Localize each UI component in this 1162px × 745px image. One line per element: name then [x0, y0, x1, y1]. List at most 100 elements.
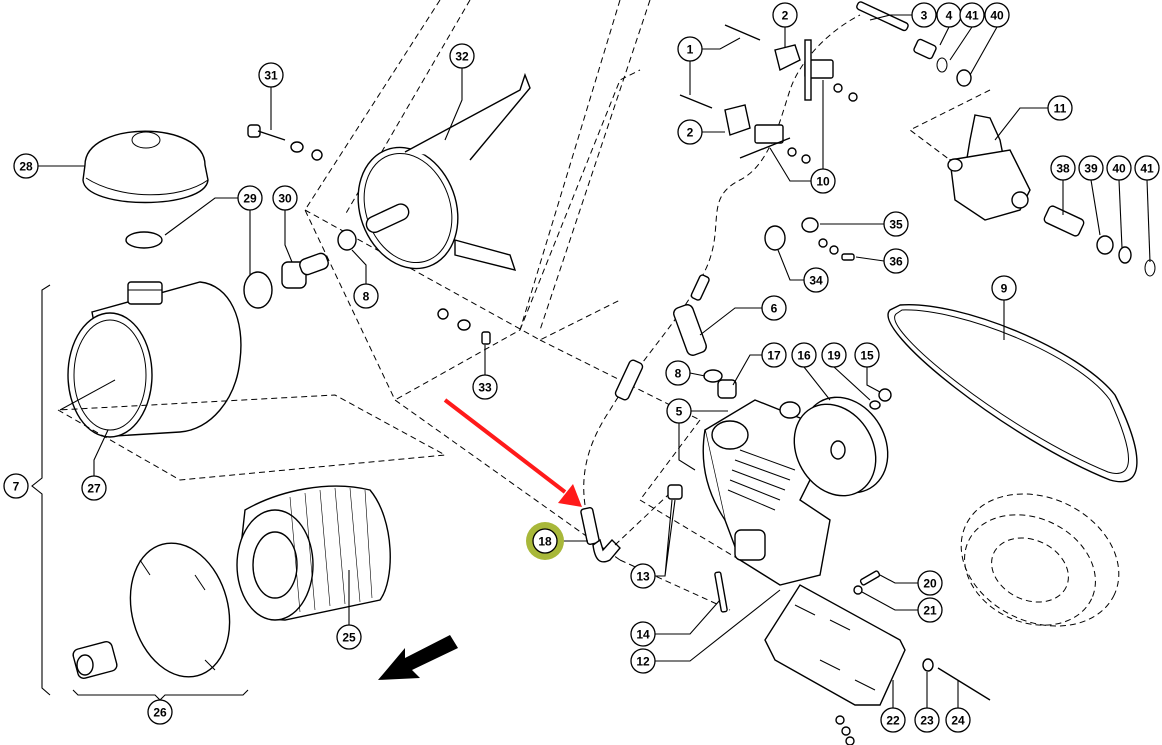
elbow-hose-18 [580, 507, 621, 563]
callout-circle [1078, 155, 1104, 181]
callout-circle [147, 699, 173, 725]
bracket-34-36 [764, 217, 855, 261]
callout-4[interactable]: 4 [936, 2, 962, 28]
hose-route [583, 14, 861, 506]
callout-18[interactable]: 18 [526, 522, 564, 560]
callout-10[interactable]: 10 [810, 168, 836, 194]
callout-label: 8 [675, 367, 682, 381]
callout-34[interactable]: 34 [803, 267, 829, 293]
callout-15[interactable]: 15 [854, 342, 880, 368]
callout-label: 22 [886, 714, 900, 728]
callout-label: 1 [687, 43, 694, 57]
callout-14[interactable]: 14 [630, 621, 656, 647]
callout-28[interactable]: 28 [13, 153, 39, 179]
callout-7[interactable]: 7 [3, 473, 29, 499]
fittings-top [856, 1, 972, 87]
callout-label: 17 [767, 349, 781, 363]
callout-20[interactable]: 20 [917, 570, 943, 596]
callout-33[interactable]: 33 [472, 374, 498, 400]
air-filter-cap [82, 130, 209, 204]
callout-circle [258, 62, 284, 88]
callout-9[interactable]: 9 [991, 275, 1017, 301]
callout-label: 26 [153, 706, 167, 720]
callout-label: 7 [13, 480, 20, 494]
callout-11[interactable]: 11 [1047, 95, 1073, 121]
callout-31[interactable]: 31 [258, 62, 284, 88]
callout-circle [353, 283, 379, 309]
callout-30[interactable]: 30 [272, 185, 298, 211]
callout-circle [791, 342, 817, 368]
callout-19[interactable]: 19 [821, 342, 847, 368]
callout-circle [761, 342, 787, 368]
callout-12[interactable]: 12 [630, 648, 656, 674]
callout-35[interactable]: 35 [883, 211, 909, 237]
callout-32[interactable]: 32 [449, 43, 475, 69]
callout-41[interactable]: 41 [959, 2, 985, 28]
callout-26[interactable]: 26 [147, 699, 173, 725]
hose-clamp-2 [243, 271, 273, 309]
callout-40[interactable]: 40 [984, 2, 1010, 28]
callout-circle [959, 2, 985, 28]
callout-label: 34 [809, 274, 823, 288]
callout-label: 20 [923, 577, 937, 591]
callout-2[interactable]: 2 [772, 2, 798, 28]
callout-circle [1050, 155, 1076, 181]
callout-6[interactable]: 6 [761, 295, 787, 321]
adapter [281, 252, 329, 289]
callout-1[interactable]: 1 [677, 36, 703, 62]
callout-25[interactable]: 25 [336, 624, 362, 650]
callout-label: 2 [687, 126, 694, 140]
callout-22[interactable]: 22 [880, 707, 906, 733]
callout-21[interactable]: 21 [917, 597, 943, 623]
callout-circle [630, 648, 656, 674]
fitting-13 [667, 484, 683, 500]
callout-24[interactable]: 24 [945, 707, 971, 733]
callout-label: 32 [455, 50, 469, 64]
callout-label: 33 [478, 381, 492, 395]
callout-label: 35 [889, 218, 903, 232]
callout-23[interactable]: 23 [914, 707, 940, 733]
pipe-clamps [679, 24, 858, 164]
callout-label: 6 [771, 302, 778, 316]
callout-circle [984, 2, 1010, 28]
callout-circle [917, 570, 943, 596]
callout-label: 8 [363, 290, 370, 304]
callout-5[interactable]: 5 [666, 398, 692, 424]
fitting-17 [717, 379, 737, 399]
callout-41[interactable]: 41 [1134, 155, 1160, 181]
callout-3[interactable]: 3 [911, 2, 937, 28]
callout-label: 41 [1140, 162, 1154, 176]
callout-16[interactable]: 16 [791, 342, 817, 368]
fitting-link [614, 494, 669, 546]
mounting-bracket [714, 570, 991, 745]
callout-circle [81, 475, 107, 501]
bolt-set-31 [247, 124, 323, 161]
callout-circle [272, 185, 298, 211]
callout-label: 30 [278, 192, 292, 206]
callout-29[interactable]: 29 [237, 185, 263, 211]
callout-8[interactable]: 8 [665, 360, 691, 386]
callout-2[interactable]: 2 [677, 119, 703, 145]
dust-valve [72, 640, 118, 680]
callout-38[interactable]: 38 [1050, 155, 1076, 181]
callout-13[interactable]: 13 [630, 563, 656, 589]
callout-40[interactable]: 40 [1106, 155, 1132, 181]
callout-label: 5 [676, 405, 683, 419]
callout-36[interactable]: 36 [883, 248, 909, 274]
callout-27[interactable]: 27 [81, 475, 107, 501]
callout-circle [237, 185, 263, 211]
callout-39[interactable]: 39 [1078, 155, 1104, 181]
callout-label: 4 [946, 9, 953, 23]
bolt-set-33 [437, 308, 491, 345]
direction-arrow [378, 635, 458, 680]
callout-circle [991, 275, 1017, 301]
callout-circle [914, 707, 940, 733]
callout-8[interactable]: 8 [353, 283, 379, 309]
callout-17[interactable]: 17 [761, 342, 787, 368]
callout-circle [449, 43, 475, 69]
hose-clamp [125, 231, 163, 249]
callout-circle [1106, 155, 1132, 181]
callout-label: 15 [860, 349, 874, 363]
